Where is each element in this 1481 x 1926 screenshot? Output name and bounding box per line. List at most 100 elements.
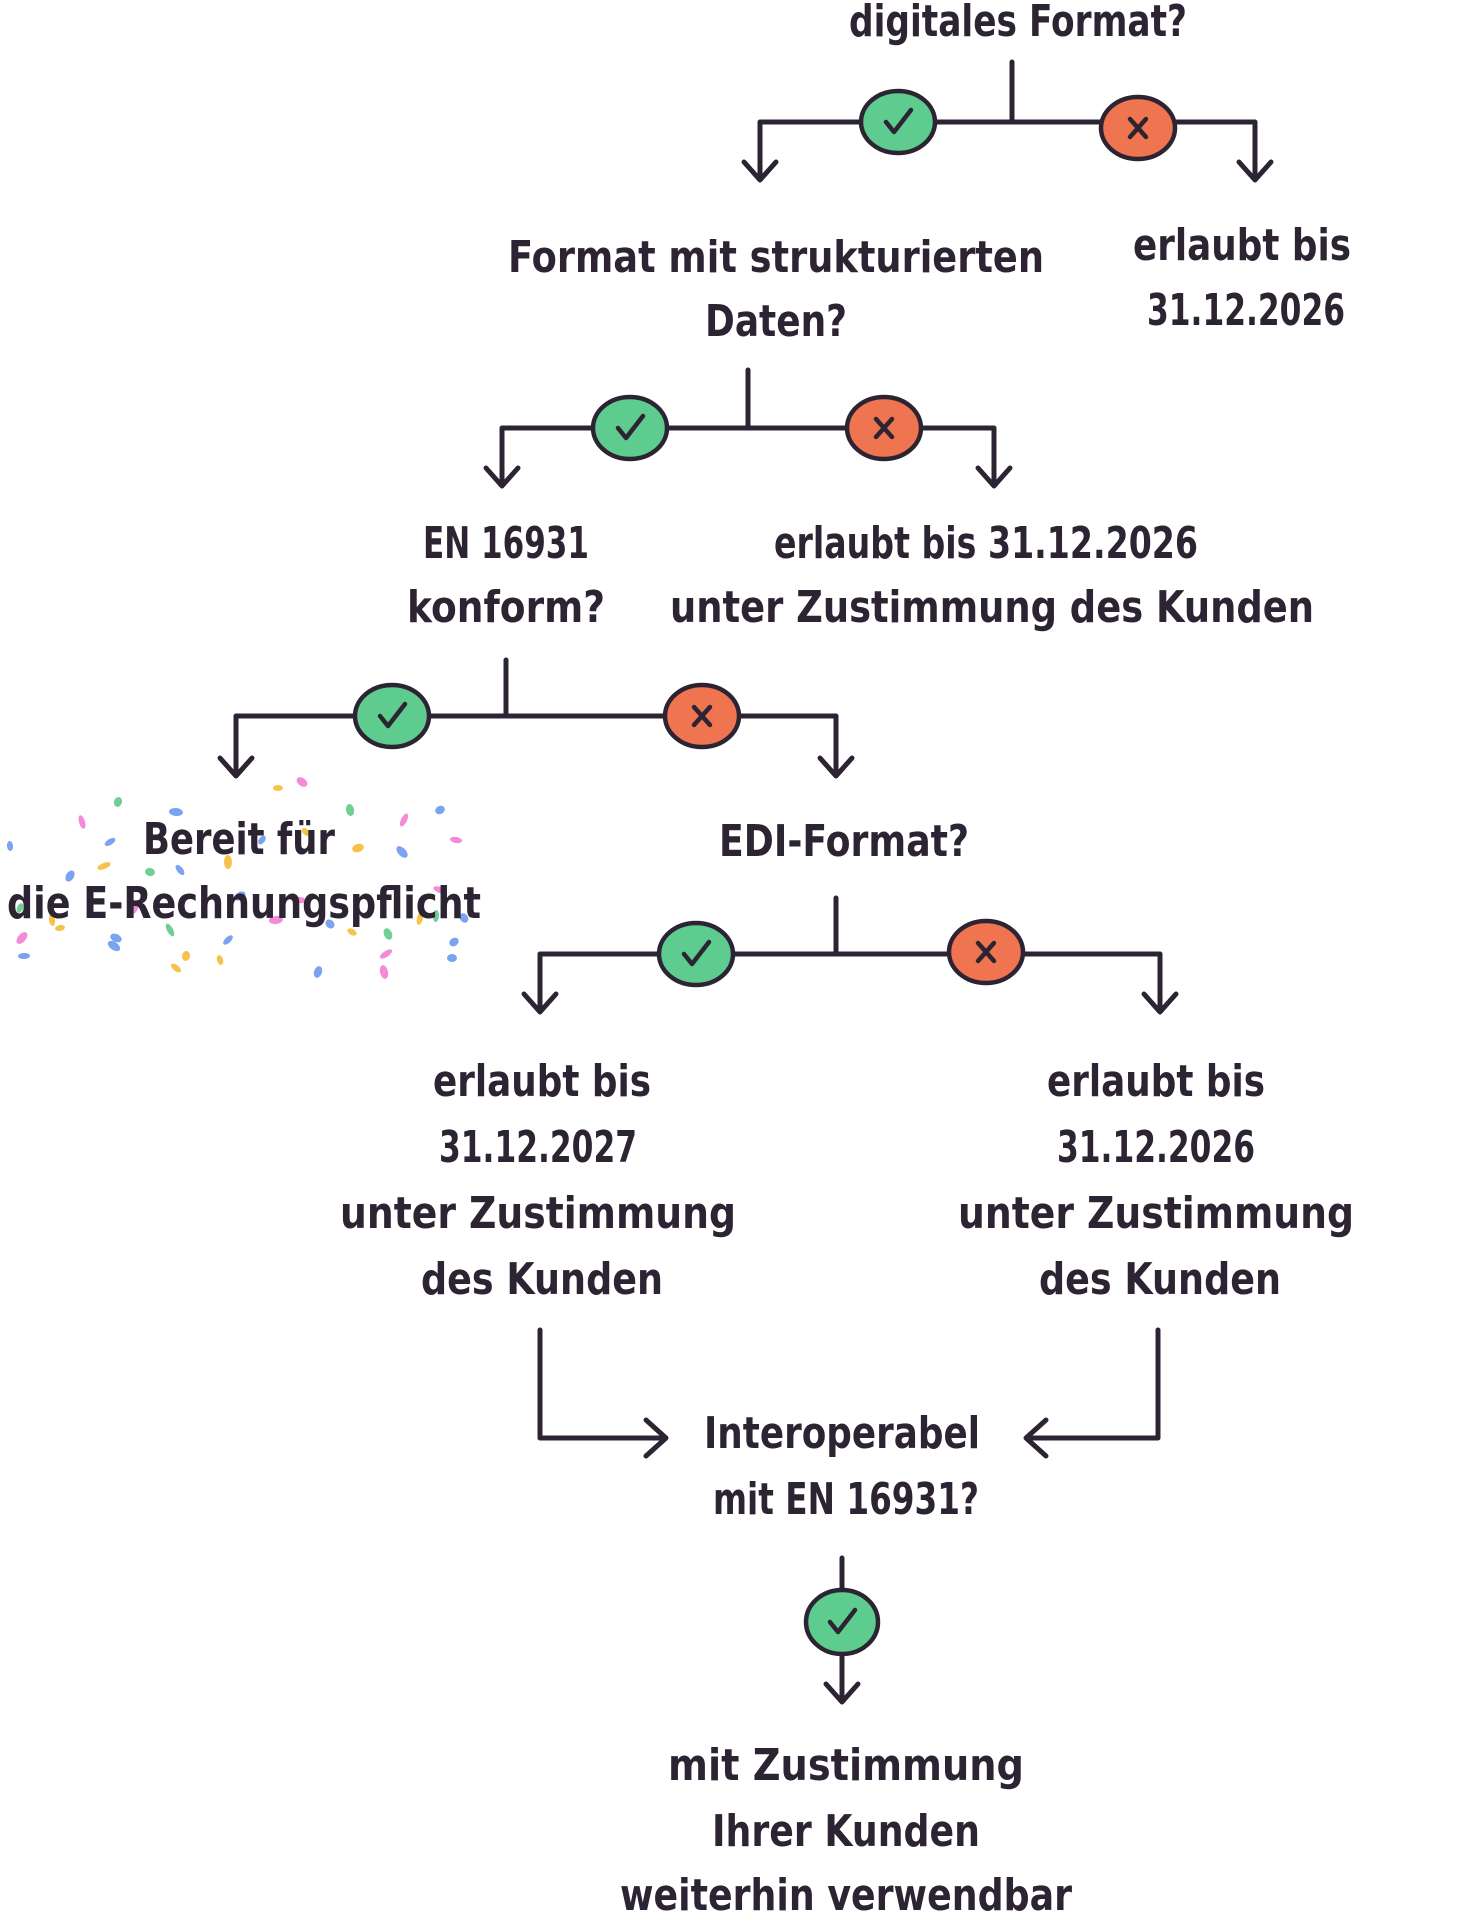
text-line: EN 16931 (423, 518, 589, 569)
confetti-piece (169, 807, 183, 817)
confetti-piece (65, 870, 75, 882)
confetti-piece (313, 966, 323, 978)
confetti-piece (216, 955, 224, 965)
cross-icon (1127, 116, 1149, 140)
arrowhead (741, 159, 779, 183)
confetti-piece (145, 867, 155, 877)
badge-yes-interop (803, 1587, 881, 1657)
arrowhead (1141, 991, 1179, 1015)
confetti-piece (416, 911, 424, 925)
badge-no-edi (946, 918, 1026, 986)
badge-no-en16931 (662, 682, 742, 750)
connector-merge-right (1025, 1327, 1161, 1441)
checkmark-icon (827, 1607, 858, 1635)
confetti-piece (181, 951, 191, 961)
confetti-piece (379, 949, 393, 959)
confetti-piece (48, 914, 56, 926)
confetti-piece (399, 813, 409, 827)
confetti-piece (273, 785, 283, 791)
answer-edi-no: erlaubt bis 31.12.2026 unter Zustimmung … (958, 1056, 1354, 1305)
confetti-piece (6, 841, 14, 851)
badge-no-structured (844, 394, 924, 462)
text-line: des Kunden (1039, 1254, 1281, 1305)
confetti-piece (129, 901, 139, 915)
confetti-piece (18, 952, 30, 960)
arrowhead (823, 1681, 861, 1705)
confetti-piece (383, 928, 393, 940)
text-line: 31.12.2026 (1057, 1122, 1255, 1173)
confetti-piece (459, 913, 469, 923)
badge-no-digital (1098, 94, 1178, 162)
connector-edi (537, 895, 1163, 1013)
badge-yes-edi (656, 920, 736, 988)
confetti-piece (447, 953, 457, 963)
text-line: Daten? (705, 296, 847, 347)
connectors (217, 59, 1274, 1705)
badge-yes-en16931 (352, 682, 432, 750)
confetti-piece (435, 805, 445, 815)
text-line: Ihrer Kunden (712, 1806, 980, 1857)
confetti-piece (171, 963, 181, 973)
confetti-piece (104, 837, 116, 847)
confetti-piece (223, 855, 233, 869)
cross-icon (975, 940, 997, 964)
badge-yes-digital (858, 88, 938, 156)
confetti-piece (78, 815, 86, 829)
confetti-piece (165, 923, 175, 937)
answer-digital-no: erlaubt bis 31.12.2026 (1133, 220, 1351, 336)
confetti-piece (433, 886, 447, 894)
connector-merge-left (537, 1327, 667, 1441)
text-line: mit EN 16931? (713, 1474, 979, 1525)
text-line: Format mit strukturierten (508, 232, 1044, 283)
checkmark-icon (883, 107, 914, 135)
confetti-piece (55, 924, 65, 932)
confetti-piece (379, 965, 389, 979)
confetti-piece (432, 910, 440, 922)
checkmark-icon (615, 413, 646, 441)
confetti-piece (352, 843, 364, 853)
connector-en16931 (233, 657, 839, 777)
arrowhead (1023, 1417, 1049, 1459)
arrowhead (817, 755, 855, 779)
text-line: unter Zustimmung (340, 1188, 736, 1239)
arrowhead (1236, 159, 1274, 183)
question-edi-format: EDI-Format? (719, 816, 969, 867)
arrowhead (217, 755, 255, 779)
confetti-piece (449, 937, 459, 947)
answer-interoperable-yes: mit Zustimmung Ihrer Kunden weiterhin ve… (620, 1740, 1072, 1921)
checkmark-icon (377, 701, 408, 729)
text-line: unter Zustimmung (958, 1188, 1354, 1239)
confetti-piece (269, 915, 283, 925)
arrowhead (521, 991, 559, 1015)
confetti-piece (175, 864, 185, 876)
answer-structured-no: erlaubt bis 31.12.2026 unter Zustimmung … (670, 518, 1314, 633)
confetti-piece (293, 896, 307, 904)
question-structured-data: Format mit strukturierten Daten? (508, 232, 1044, 347)
badge-yes-structured (590, 394, 670, 462)
arrowhead (643, 1417, 669, 1459)
arrowhead (483, 465, 521, 489)
text-line: erlaubt bis (1133, 220, 1351, 271)
text-line: erlaubt bis 31.12.2026 (774, 518, 1198, 569)
connector-digital (757, 59, 1258, 181)
confetti-piece (347, 928, 357, 936)
confetti-piece (97, 862, 111, 870)
question-interoperable: Interoperabel mit EN 16931? (704, 1408, 980, 1525)
confetti-piece (396, 846, 408, 858)
confetti-piece (113, 797, 123, 807)
text-line: Interoperabel (704, 1408, 980, 1459)
confetti-decoration (6, 777, 469, 979)
connector-structured (499, 367, 997, 487)
confetti-piece (450, 836, 462, 844)
confetti-piece (16, 932, 28, 944)
arrowhead (975, 465, 1013, 489)
text-line: erlaubt bis (433, 1056, 651, 1107)
question-en16931-conform: EN 16931 konform? (407, 518, 605, 633)
text-line: weiterhin verwendbar (620, 1870, 1072, 1921)
confetti-piece (296, 777, 308, 787)
text-line: Bereit für (143, 814, 335, 865)
cross-icon (691, 704, 713, 728)
text-line: 31.12.2026 (1147, 285, 1345, 336)
question-digital-format: digitales Format? (849, 0, 1187, 47)
